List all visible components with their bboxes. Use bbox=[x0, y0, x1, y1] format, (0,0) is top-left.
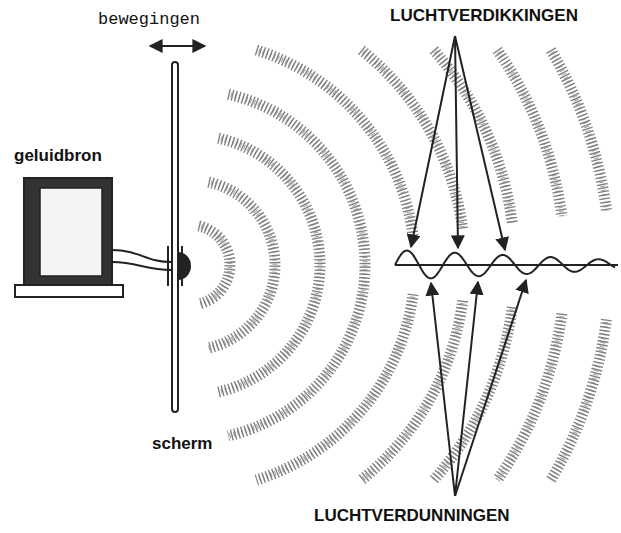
sound-source bbox=[24, 178, 112, 285]
label: geluidbron bbox=[12, 146, 104, 166]
wavefront bbox=[199, 226, 230, 304]
source-base bbox=[15, 285, 123, 297]
wavefront bbox=[551, 50, 607, 211]
wavefront bbox=[361, 50, 462, 229]
wavefront bbox=[361, 50, 462, 229]
wavefront bbox=[497, 50, 562, 216]
screen-knob bbox=[178, 252, 191, 280]
source-rod bbox=[112, 262, 172, 270]
leader-arrow bbox=[455, 36, 458, 248]
screen bbox=[172, 62, 178, 412]
leader-arrow bbox=[455, 36, 505, 250]
wavefront bbox=[218, 138, 320, 392]
wavefront bbox=[228, 94, 365, 436]
wavefront bbox=[199, 226, 230, 304]
source-rod bbox=[112, 250, 172, 262]
source-panel bbox=[40, 188, 102, 276]
leader-arrow bbox=[431, 283, 455, 496]
wavefront bbox=[434, 50, 513, 223]
label: bewegingen bbox=[96, 10, 202, 29]
leader-arrow bbox=[411, 36, 455, 247]
label: scherm bbox=[150, 434, 214, 454]
wavefront bbox=[551, 50, 607, 211]
label: LUCHTVERDIKKINGEN bbox=[388, 6, 580, 26]
pressure-wave bbox=[395, 251, 615, 279]
wavefront bbox=[434, 50, 513, 223]
wavefront bbox=[209, 182, 275, 348]
axis-line bbox=[395, 264, 618, 266]
wavefront bbox=[551, 319, 607, 480]
wavefront bbox=[361, 301, 462, 480]
wavefront bbox=[228, 94, 365, 436]
label: LUCHTVERDUNNINGEN bbox=[312, 506, 512, 526]
wavefront bbox=[361, 301, 462, 480]
wavefront bbox=[497, 50, 562, 216]
leader-arrow bbox=[455, 280, 526, 496]
screen-clamp bbox=[168, 246, 182, 286]
movement-arrow bbox=[150, 45, 205, 47]
wavefront bbox=[551, 319, 607, 480]
wavefront bbox=[218, 138, 320, 392]
wavefront bbox=[209, 182, 275, 348]
